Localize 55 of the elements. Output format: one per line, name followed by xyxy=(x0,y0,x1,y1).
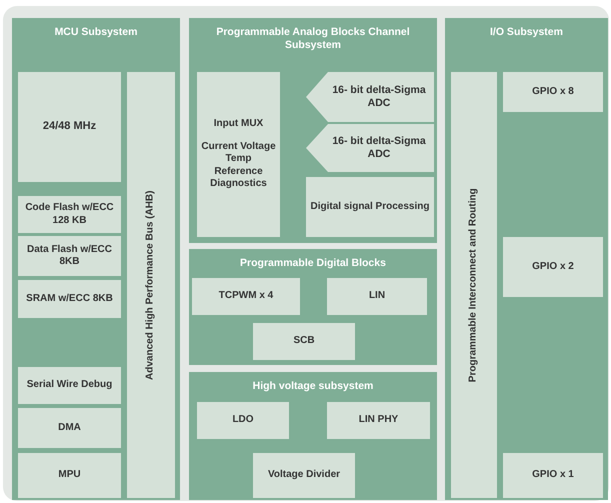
block-box xyxy=(253,453,355,498)
block-label: 16- bit delta-Sigma ADC xyxy=(331,84,427,110)
adc-arrow-block xyxy=(306,124,434,172)
block-box xyxy=(306,177,434,237)
block-label: SCB xyxy=(293,335,315,348)
block-label: Voltage Divider xyxy=(268,469,340,482)
block-label: Data Flash w/ECC 8KB xyxy=(26,244,114,268)
block-label: GPIO x 8 xyxy=(532,86,574,98)
block-label: Digital signal Processing xyxy=(310,200,430,214)
bus-label: Advanced High Performance Bus (AHB) xyxy=(144,190,157,380)
block-label: Input MUX xyxy=(214,118,264,131)
block-label: 24/48 MHz xyxy=(42,120,96,134)
block-box xyxy=(192,278,300,315)
block-label: LDO xyxy=(232,414,254,427)
block-label: MPU xyxy=(58,469,81,482)
subsystem-panel xyxy=(189,18,437,243)
block-box xyxy=(18,280,121,318)
block-box xyxy=(197,402,289,439)
panel-title: Programmable Analog Blocks Channel Subsystem xyxy=(215,26,411,52)
block-label: GPIO x 2 xyxy=(532,260,574,274)
panel-title: I/O Subsystem xyxy=(489,26,564,40)
block-label: GPIO x 1 xyxy=(532,469,574,482)
subsystem-panel xyxy=(445,18,608,500)
block-label: SRAM w/ECC 8KB xyxy=(26,292,113,306)
block-box xyxy=(18,408,121,448)
block-box xyxy=(503,453,603,498)
block-box xyxy=(18,453,121,498)
subsystem-panel xyxy=(12,18,180,500)
block-box xyxy=(503,237,603,297)
block-box xyxy=(503,72,603,112)
block-label: LIN xyxy=(368,290,386,303)
bus-label: Programmable Interconnect and Routing xyxy=(468,188,480,382)
block-box xyxy=(327,402,430,439)
block-label: Code Flash w/ECC 128 KB xyxy=(24,202,115,227)
block-label: LIN PHY xyxy=(358,414,398,427)
block-label: DMA xyxy=(58,422,81,434)
panel-title: Programmable Digital Blocks xyxy=(239,257,387,270)
subsystem-panel xyxy=(189,372,437,500)
block-box xyxy=(253,323,355,360)
block-label: Current Voltage Temp Reference Diagnostics xyxy=(201,140,276,191)
block-box xyxy=(18,196,121,233)
panel-title: High voltage subsystem xyxy=(252,380,374,394)
block-box xyxy=(18,236,121,276)
block-label: Serial Wire Debug xyxy=(26,379,112,392)
block-box xyxy=(327,278,427,315)
block-box xyxy=(18,72,121,182)
panel-title: MCU Subsystem xyxy=(54,26,138,40)
block-box xyxy=(197,72,280,237)
subsystem-panel xyxy=(189,249,437,365)
block-label: TCPWM x 4 xyxy=(218,290,274,303)
block-box xyxy=(18,367,121,404)
block-label: 16- bit delta-Sigma ADC xyxy=(331,134,427,162)
bus-bar xyxy=(451,72,497,498)
adc-arrow-block xyxy=(306,72,434,122)
bus-bar xyxy=(127,72,175,498)
